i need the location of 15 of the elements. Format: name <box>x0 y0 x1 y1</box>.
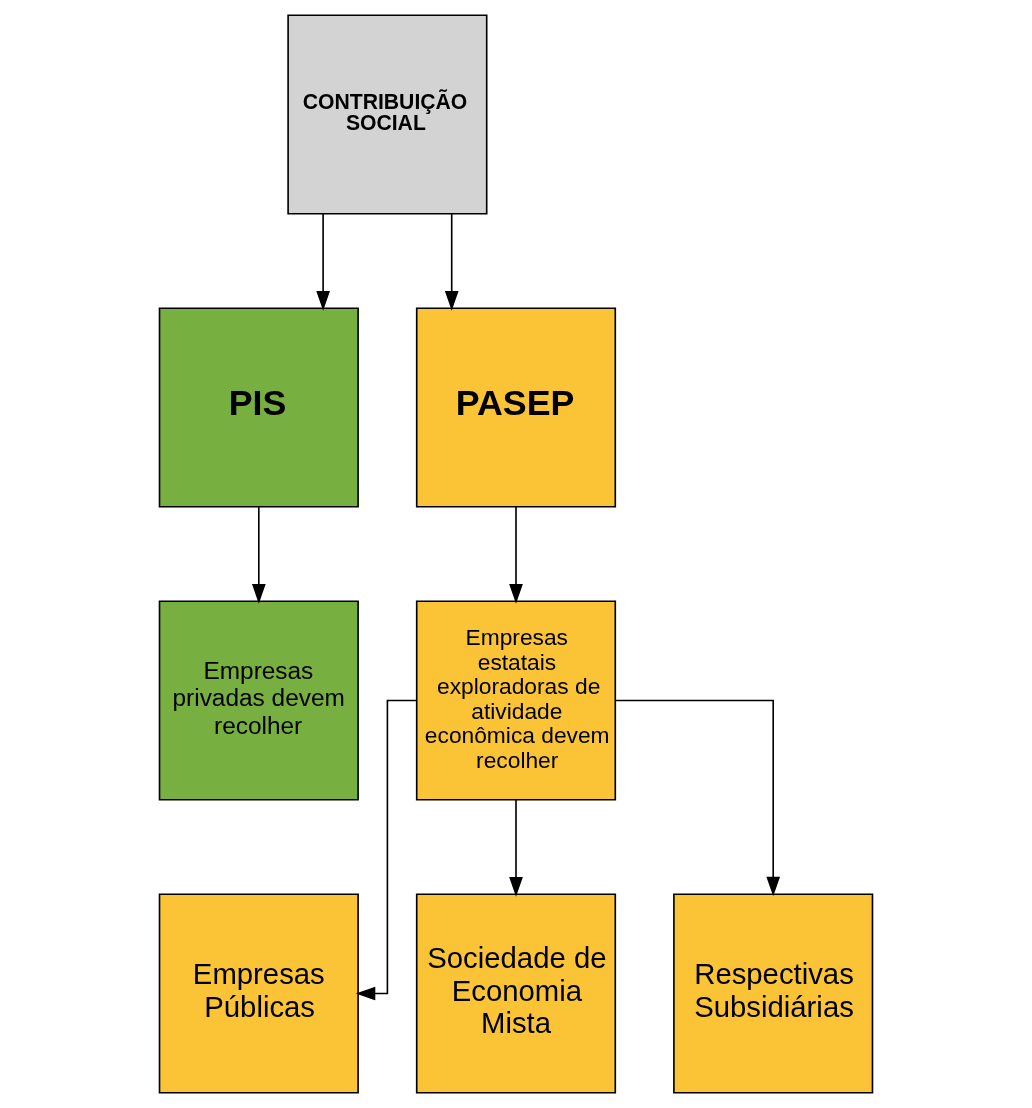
node-box: Sociedade de Economia Mista <box>415 893 617 1094</box>
arrow <box>614 699 781 897</box>
arrow <box>509 799 523 897</box>
arrow <box>355 699 418 1001</box>
arrow <box>509 506 523 604</box>
node-box: PASEP <box>415 307 617 508</box>
node-box: Empresas privadas devem recolher <box>158 600 359 801</box>
arrow <box>444 213 459 311</box>
node-box: CONTRIBUIÇÃO SOCIAL <box>287 14 488 215</box>
node-box: PIS <box>158 307 359 508</box>
arrow <box>316 213 330 311</box>
arrow <box>251 506 266 604</box>
node-box: Respectivas Subsidiárias <box>673 893 874 1094</box>
node-box: Empresas estatais exploradoras de atividade econômica devem recolher <box>415 600 617 801</box>
node-box: Empresas Públicas <box>158 893 359 1094</box>
